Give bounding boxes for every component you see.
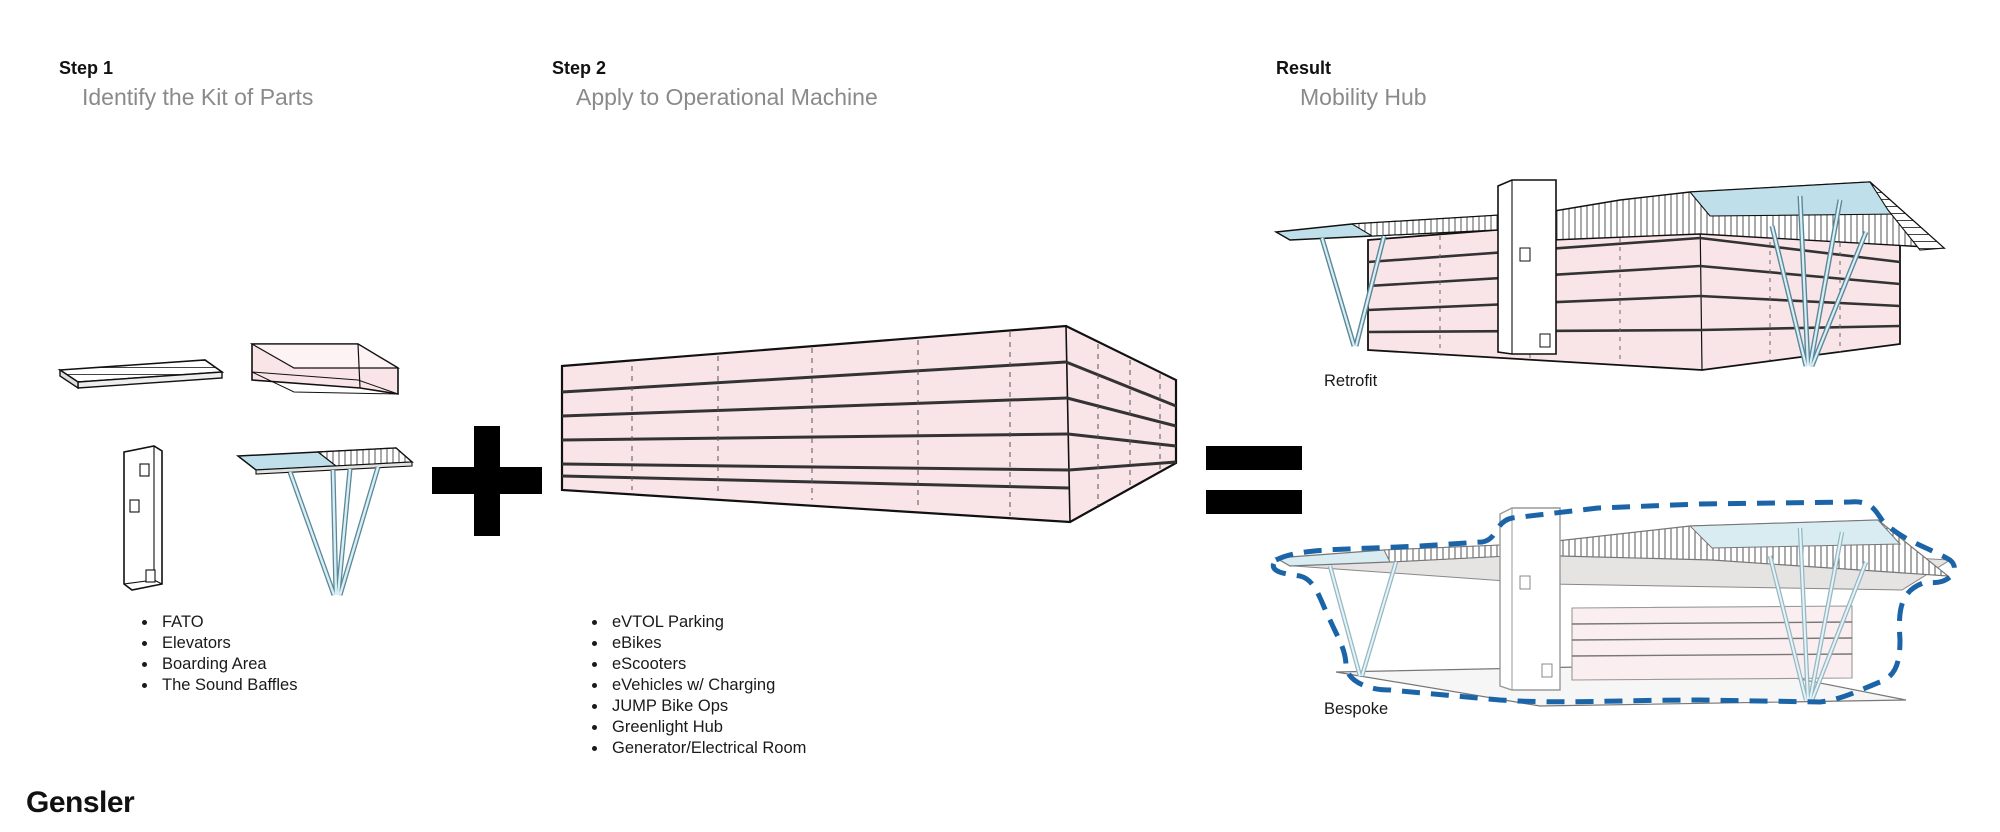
list-item: Generator/Electrical Room — [608, 738, 806, 759]
list-item: eBikes — [608, 633, 806, 654]
step-1-label: Step 1 — [59, 58, 114, 78]
step-2-title: Apply to Operational Machine — [576, 84, 878, 110]
list-item: FATO — [158, 612, 297, 633]
elevator-tower-illustration — [123, 445, 163, 591]
gensler-logo: Gensler — [26, 786, 135, 819]
step-1-title: Identify the Kit of Parts — [82, 84, 314, 110]
retrofit-caption: Retrofit — [1324, 372, 1378, 390]
bespoke-caption: Bespoke — [1324, 700, 1389, 718]
retrofit-hub-illustration — [1273, 179, 1946, 371]
fato-pad-illustration — [57, 359, 225, 390]
operational-machine-list: eVTOL Parking eBikes eScooters eVehicles… — [580, 612, 806, 759]
list-item: Elevators — [158, 633, 297, 654]
parking-structure-illustration — [560, 324, 1178, 524]
list-item: eVTOL Parking — [608, 612, 806, 633]
plus-sign-icon — [432, 426, 542, 536]
list-item: Greenlight Hub — [608, 717, 806, 738]
result-title: Mobility Hub — [1300, 84, 1427, 110]
list-item: The Sound Baffles — [158, 675, 297, 696]
list-item: eVehicles w/ Charging — [608, 675, 806, 696]
equals-sign-icon — [1206, 446, 1302, 514]
step-2-label: Step 2 — [552, 58, 607, 78]
bespoke-hub-illustration — [1271, 499, 1957, 707]
bespoke-boundary-outline — [1271, 499, 1957, 705]
list-item: eScooters — [608, 654, 806, 675]
result-label: Result — [1276, 58, 1332, 78]
list-item: Boarding Area — [158, 654, 297, 675]
list-item: JUMP Bike Ops — [608, 696, 806, 717]
sound-baffle-canopy-illustration — [235, 447, 414, 596]
kit-of-parts-list: FATO Elevators Boarding Area The Sound B… — [130, 612, 297, 696]
boarding-area-box-illustration — [249, 343, 401, 395]
